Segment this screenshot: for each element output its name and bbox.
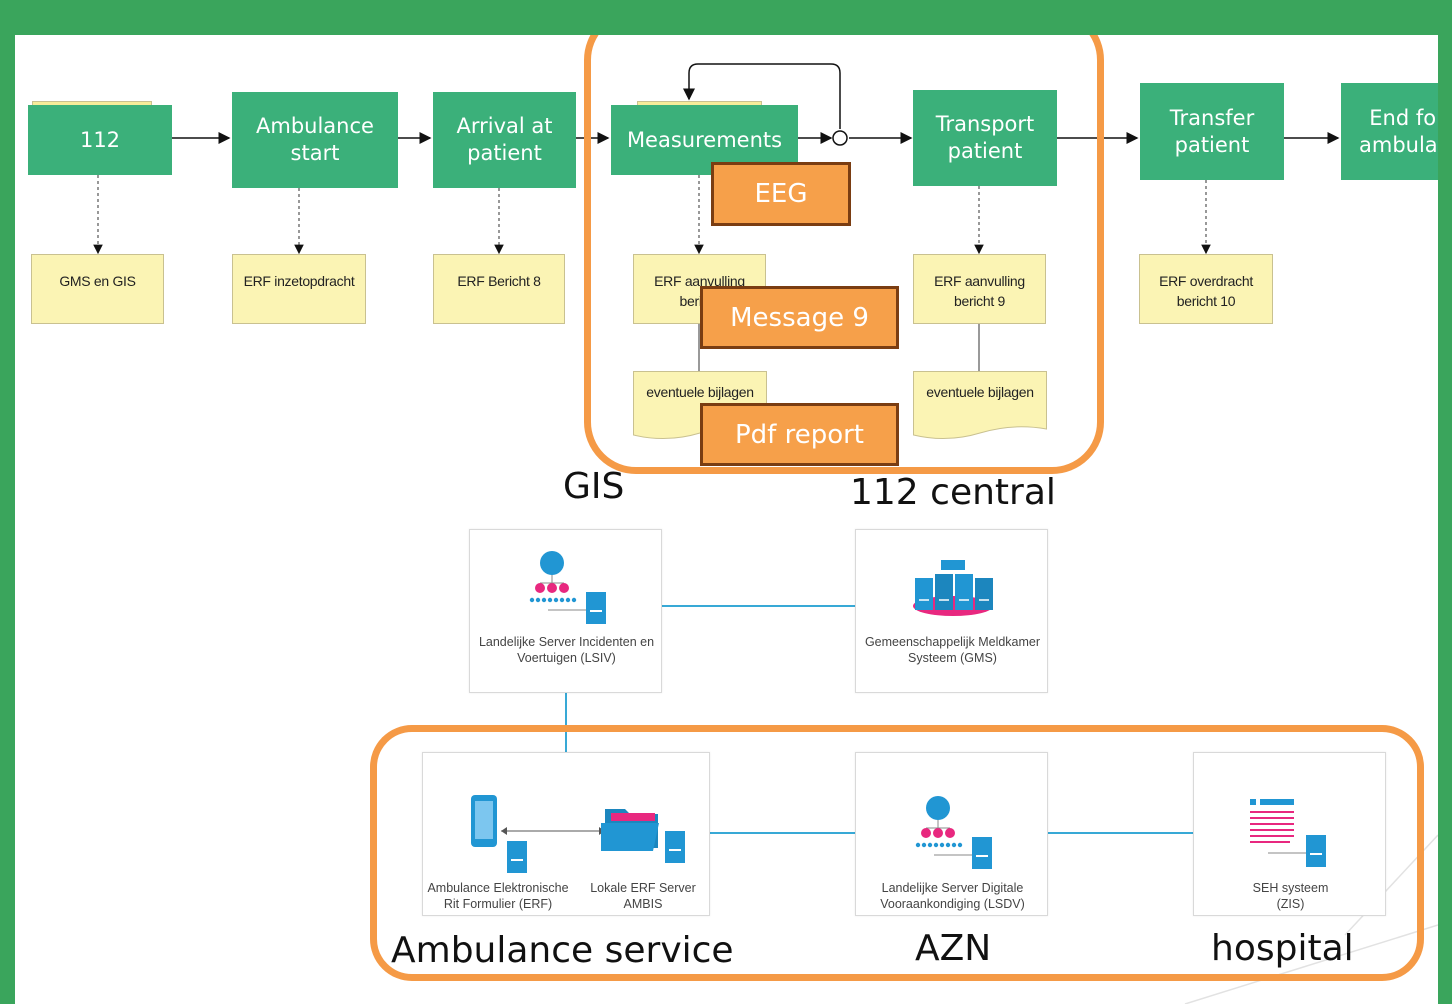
lsiv-label: Landelijke Server Incidenten en Voertuig… bbox=[478, 635, 655, 665]
document-list-server-icon bbox=[1250, 799, 1326, 867]
highlight-measurement-region bbox=[584, 35, 1104, 474]
erf-label: Ambulance Elektronische Rit Formulier (E… bbox=[427, 881, 569, 911]
step-112[interactable]: 112 bbox=[28, 105, 172, 175]
process-connectors bbox=[93, 63, 1438, 1004]
doc-erf-overdracht-bericht-10: ERF overdracht bericht 10 bbox=[1139, 254, 1273, 324]
server-cluster-icon bbox=[913, 560, 993, 616]
attachment-label: eventuele bijlagen bbox=[926, 384, 1034, 400]
diagram-canvas: 112 Ambulance start Arrival at patient M… bbox=[15, 35, 1438, 1004]
ambis-label: Lokale ERF Server AMBIS bbox=[590, 881, 696, 911]
gms-label: Gemeenschappelijk Meldkamer Systeem (GMS… bbox=[864, 635, 1041, 665]
attachment-label: eventuele bijlagen bbox=[646, 384, 754, 400]
callout-pdf-report: Pdf report bbox=[700, 403, 899, 466]
system-card-ambulance[interactable]: Ambulance Elektronische Rit Formulier (E… bbox=[422, 752, 710, 916]
gis-title: GIS bbox=[563, 466, 625, 507]
hospital-title: hospital bbox=[1211, 928, 1354, 969]
network-server-icon bbox=[915, 796, 992, 869]
attachment-doc-shape bbox=[913, 371, 1047, 440]
doc-erf-inzetopdracht: ERF inzetopdracht bbox=[232, 254, 366, 324]
callout-message-9: Message 9 bbox=[700, 286, 899, 349]
system-card-gms[interactable]: Gemeenschappelijk Meldkamer Systeem (GMS… bbox=[855, 529, 1048, 693]
step-transport-patient[interactable]: Transport patient bbox=[913, 90, 1057, 186]
azn-title: AZN bbox=[915, 928, 992, 969]
doc-gms-en-gis: GMS en GIS bbox=[31, 254, 164, 324]
ambulance-service-title: Ambulance service bbox=[391, 930, 734, 971]
mobile-folder-server-icon bbox=[471, 795, 685, 873]
step-ambulance-start[interactable]: Ambulance start bbox=[232, 92, 398, 188]
system-card-seh[interactable]: SEH systeem (ZIS) bbox=[1193, 752, 1386, 916]
callout-eeg: EEG bbox=[711, 162, 851, 226]
system-card-lsiv[interactable]: Landelijke Server Incidenten en Voertuig… bbox=[469, 529, 662, 693]
network-server-icon bbox=[529, 551, 606, 624]
step-end-for-ambulance[interactable]: End fo ambular bbox=[1341, 83, 1438, 180]
step-transfer-patient[interactable]: Transfer patient bbox=[1140, 83, 1284, 180]
doc-erf-bericht-8: ERF Bericht 8 bbox=[433, 254, 565, 324]
system-card-lsdv[interactable]: Landelijke Server Digitale Vooraankondig… bbox=[855, 752, 1048, 916]
step-arrival-at-patient[interactable]: Arrival at patient bbox=[433, 92, 576, 188]
lsdv-label: Landelijke Server Digitale Vooraankondig… bbox=[880, 881, 1025, 911]
seh-label: SEH systeem (ZIS) bbox=[1252, 881, 1329, 911]
step-measurements[interactable]: Measurements bbox=[611, 105, 798, 175]
central-112-title: 112 central bbox=[850, 472, 1056, 513]
doc-erf-aanvulling-bericht-9: ERF aanvulling bericht 9 bbox=[913, 254, 1046, 324]
highlight-systems-region bbox=[370, 725, 1424, 981]
